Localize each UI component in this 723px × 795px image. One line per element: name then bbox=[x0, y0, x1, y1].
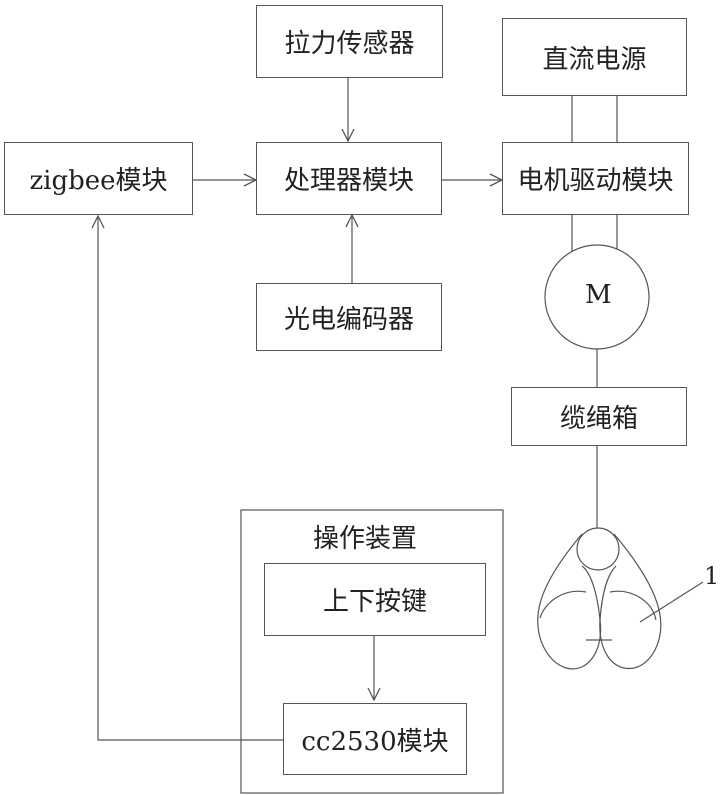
zigbee-module-box: zigbee模块 bbox=[4, 142, 193, 215]
zigbee-module-label: zigbee模块 bbox=[29, 160, 167, 197]
processor-module-label: 处理器模块 bbox=[284, 160, 414, 197]
updown-keys-box: 上下按键 bbox=[264, 563, 486, 636]
operating-device-title: 操作装置 bbox=[313, 518, 417, 555]
processor-module-box: 处理器模块 bbox=[256, 142, 442, 215]
robot-figure bbox=[538, 528, 661, 669]
motor-driver-label: 电机驱动模块 bbox=[517, 160, 673, 197]
cc2530-module-box: cc2530模块 bbox=[283, 703, 467, 775]
motor-driver-box: 电机驱动模块 bbox=[502, 142, 689, 215]
cable-box-label: 缆绳箱 bbox=[560, 398, 638, 435]
cc2530-module-label: cc2530模块 bbox=[301, 721, 448, 758]
tension-sensor-label: 拉力传感器 bbox=[284, 23, 414, 60]
photo-encoder-label: 光电编码器 bbox=[284, 299, 414, 336]
updown-keys-label: 上下按键 bbox=[323, 581, 427, 618]
part-number-label: 1 bbox=[704, 562, 719, 590]
tension-sensor-box: 拉力传感器 bbox=[256, 5, 443, 78]
part-number-leader bbox=[640, 582, 703, 622]
dc-power-label: 直流电源 bbox=[542, 39, 646, 76]
photo-encoder-box: 光电编码器 bbox=[256, 283, 442, 351]
dc-power-box: 直流电源 bbox=[502, 18, 687, 96]
motor-label: M bbox=[585, 280, 612, 310]
cable-box: 缆绳箱 bbox=[511, 387, 687, 446]
